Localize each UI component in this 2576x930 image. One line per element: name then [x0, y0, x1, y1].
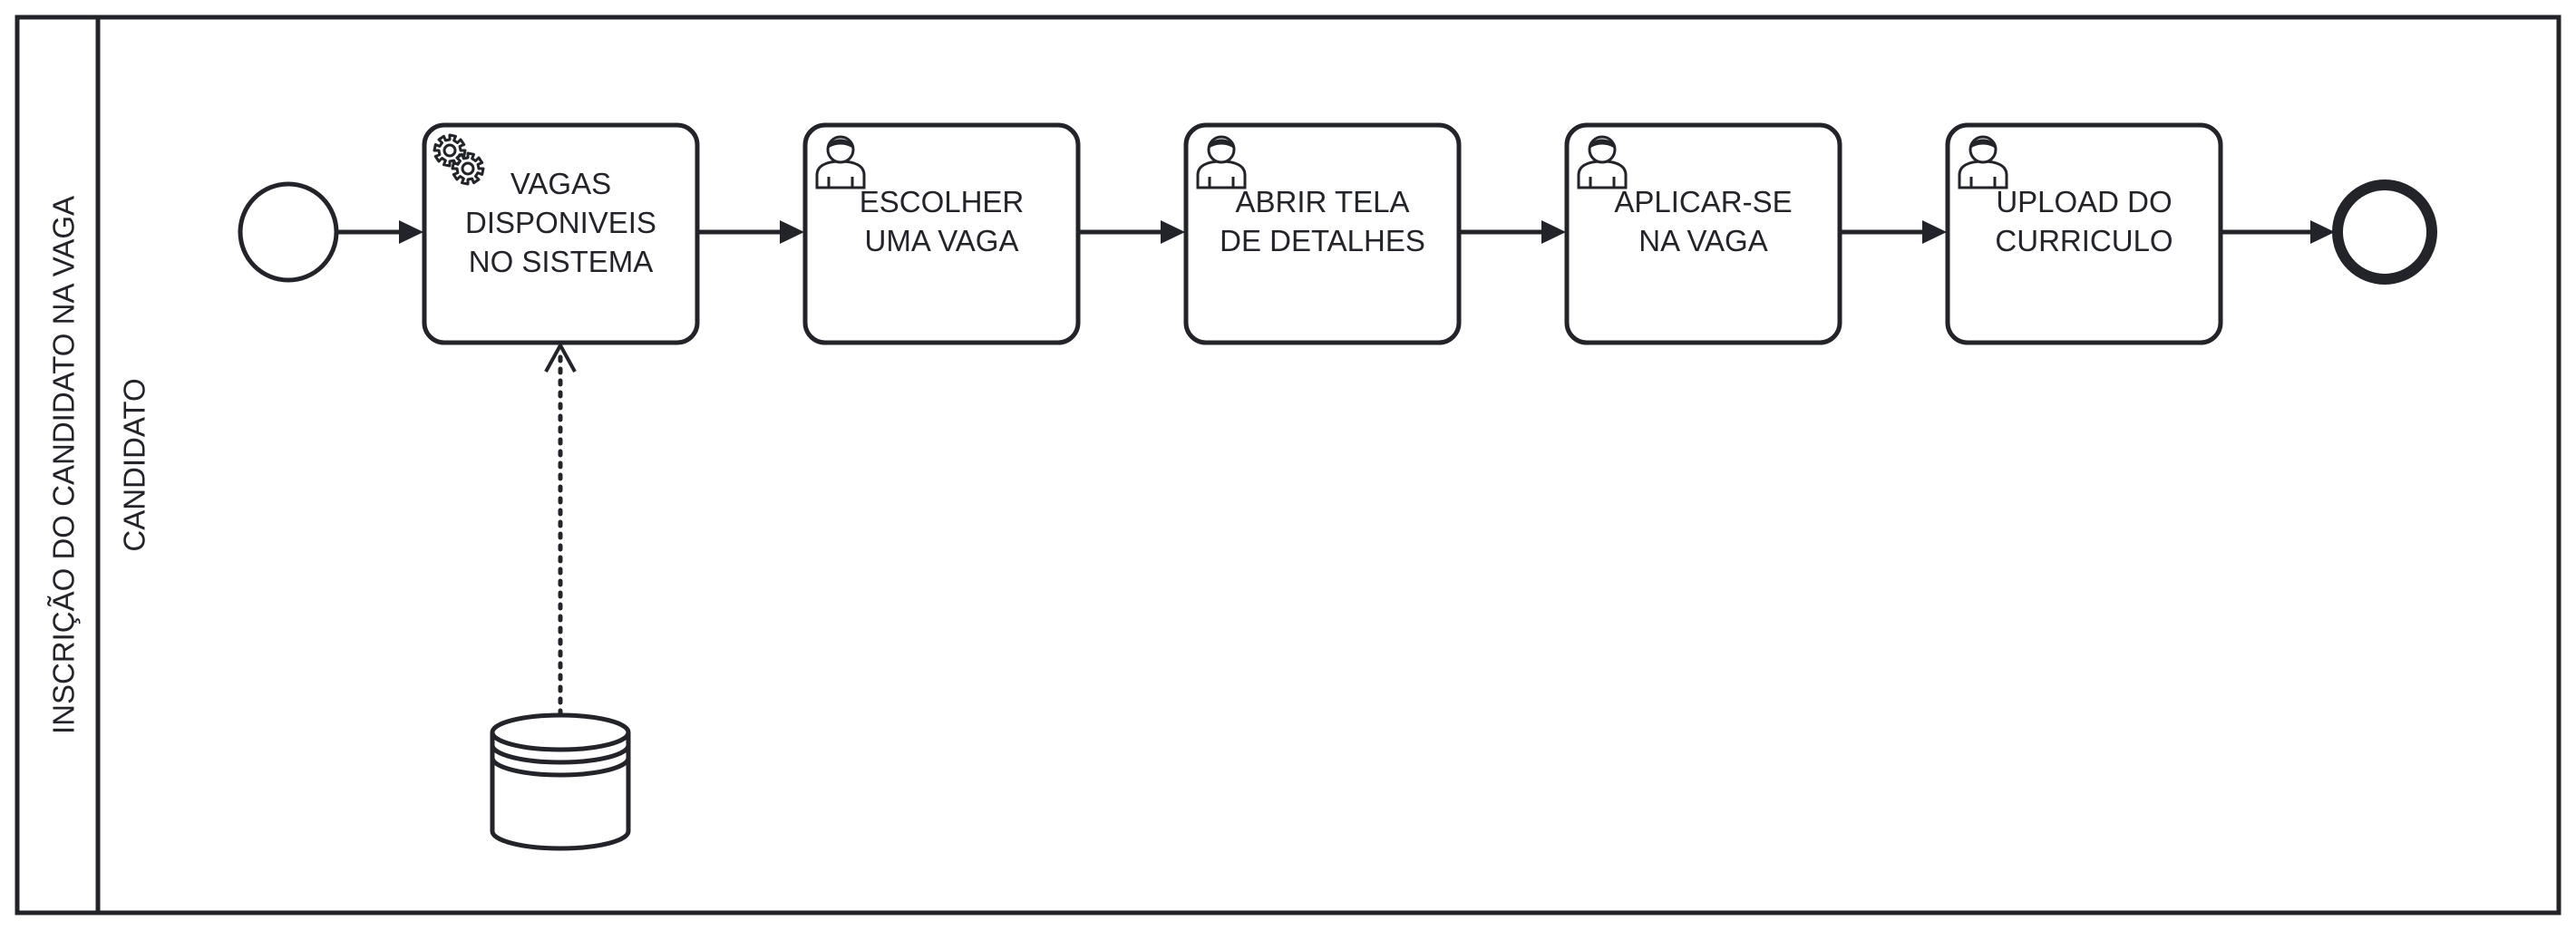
- task-label-line: CURRICULO: [1995, 224, 2173, 257]
- sequence-flows: [336, 220, 2335, 244]
- task-label: UPLOAD DO CURRICULO: [1995, 185, 2173, 257]
- task-label-line: ABRIR TELA: [1236, 185, 1410, 218]
- task-label-line: NO SISTEMA: [469, 245, 654, 278]
- task-label-line: NA VAGA: [1638, 224, 1767, 257]
- arrowhead-icon: [1922, 220, 1947, 244]
- task-box[interactable]: [1564, 122, 1842, 345]
- task-label-line: APLICAR-SE: [1614, 185, 1792, 218]
- task-box[interactable]: [422, 122, 700, 345]
- task-label-line: UPLOAD DO: [1996, 185, 2172, 218]
- start-event[interactable]: [238, 181, 339, 283]
- arrowhead-icon: [399, 220, 423, 244]
- task-3[interactable]: ABRIR TELA DE DETALHES: [1183, 122, 1462, 345]
- task-1[interactable]: VAGAS DISPONIVEIS NO SISTEMA: [422, 122, 700, 345]
- arrowhead-icon: [1541, 220, 1566, 244]
- pool-label: INSCRIÇÃO DO CANDIDATO NA VAGA: [47, 196, 81, 734]
- task-box[interactable]: [1945, 122, 2223, 345]
- task-label-line: UMA VAGA: [865, 224, 1019, 257]
- data-association[interactable]: [544, 341, 577, 717]
- task-label-line: ESCOLHER: [860, 185, 1025, 218]
- task-label-line: DISPONIVEIS: [465, 206, 656, 239]
- gears-icon: [433, 133, 485, 186]
- task-5[interactable]: UPLOAD DO CURRICULO: [1945, 122, 2223, 345]
- task-label: ABRIR TELA DE DETALHES: [1220, 185, 1425, 257]
- open-arrowhead-icon: [544, 341, 577, 373]
- task-2[interactable]: ESCOLHER UMA VAGA: [802, 122, 1081, 345]
- user-icon: [1577, 135, 1628, 189]
- task-label: ESCOLHER UMA VAGA: [860, 185, 1025, 257]
- task-box[interactable]: [802, 122, 1081, 345]
- arrowhead-icon: [2310, 220, 2335, 244]
- user-icon: [815, 135, 866, 189]
- arrowhead-icon: [1161, 220, 1185, 244]
- end-event[interactable]: [2332, 179, 2437, 285]
- tasks: VAGAS DISPONIVEIS NO SISTEMA ESCOLHER UMA VA…: [422, 122, 2223, 345]
- data-store[interactable]: [490, 712, 631, 851]
- user-icon: [1196, 135, 1247, 189]
- task-box[interactable]: [1183, 122, 1462, 345]
- arrowhead-icon: [780, 220, 804, 244]
- task-label: APLICAR-SE NA VAGA: [1614, 185, 1792, 257]
- task-4[interactable]: APLICAR-SE NA VAGA: [1564, 122, 1842, 345]
- task-label-line: VAGAS: [510, 167, 611, 200]
- lane-label: CANDIDATO: [118, 378, 151, 551]
- user-icon: [1958, 135, 2008, 189]
- task-label: VAGAS DISPONIVEIS NO SISTEMA: [465, 167, 656, 278]
- task-label-line: DE DETALHES: [1220, 224, 1425, 257]
